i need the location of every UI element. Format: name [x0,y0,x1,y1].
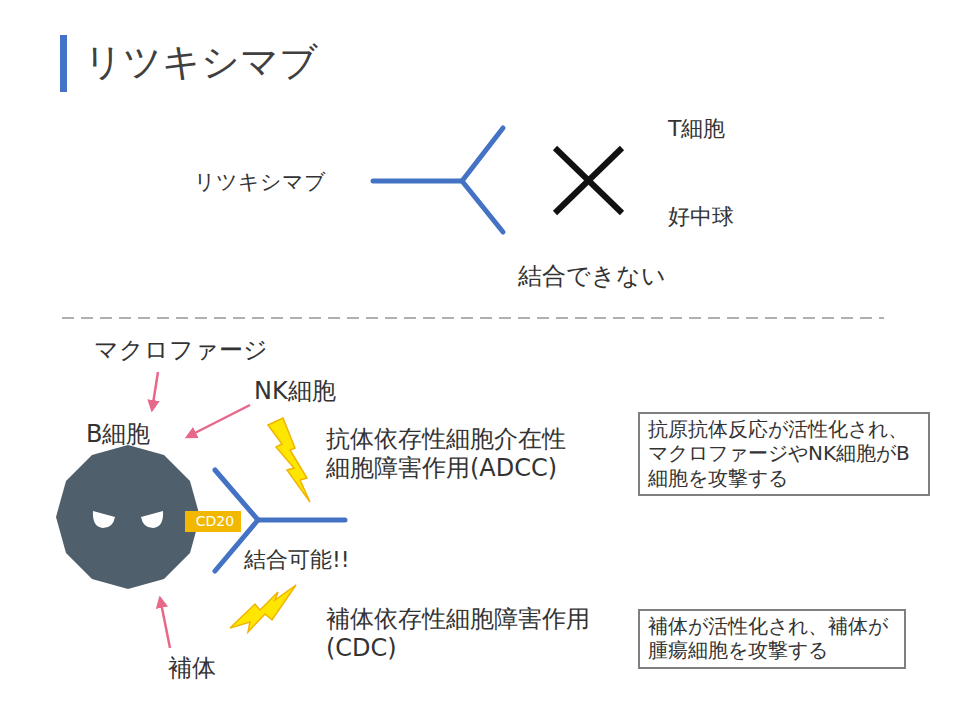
b-cell [56,445,200,589]
cell-label: 好中球 [668,204,734,230]
node-text: CD20 [185,511,245,532]
mechanism-label: 補体依存性細胞障害作用 (CDC) [326,605,607,663]
angry-eyes [93,511,163,528]
cell-label: NK細胞 [254,377,336,406]
cell-label: B細胞 [86,420,150,449]
separator [62,317,884,319]
page-title: リツキシマブ [84,40,318,86]
lightning-bolt [268,418,310,502]
lightning-bolt [230,585,296,632]
cell-label: 補体 [168,654,216,683]
cell-label: T細胞 [668,116,725,142]
antibody-label: リツキシマブ [194,170,326,195]
cross-symbol [555,148,622,213]
result-label: 結合できない [518,262,666,291]
cell-label: マクロファージ [94,336,268,365]
title-bar [60,35,67,92]
note-box: 補体が活性化され、補体が腫瘍細胞を攻撃する [638,609,906,669]
note-box: 抗原抗体反応が活性化され、マクロファージやNK細胞がB細胞を攻撃する [638,412,930,496]
pointer-arrow [152,372,250,648]
antibody-symbol [373,128,503,232]
node-text: 補体が活性化され、補体が腫瘍細胞を攻撃する [648,614,896,663]
result-label: 結合可能!! [244,547,350,573]
node-text: 抗原抗体反応が活性化され、マクロファージやNK細胞がB細胞を攻撃する [648,417,920,490]
mechanism-label: 抗体依存性細胞介在性 細胞障害作用(ADCC) [326,425,580,483]
receptor-label: CD20 [185,511,245,532]
